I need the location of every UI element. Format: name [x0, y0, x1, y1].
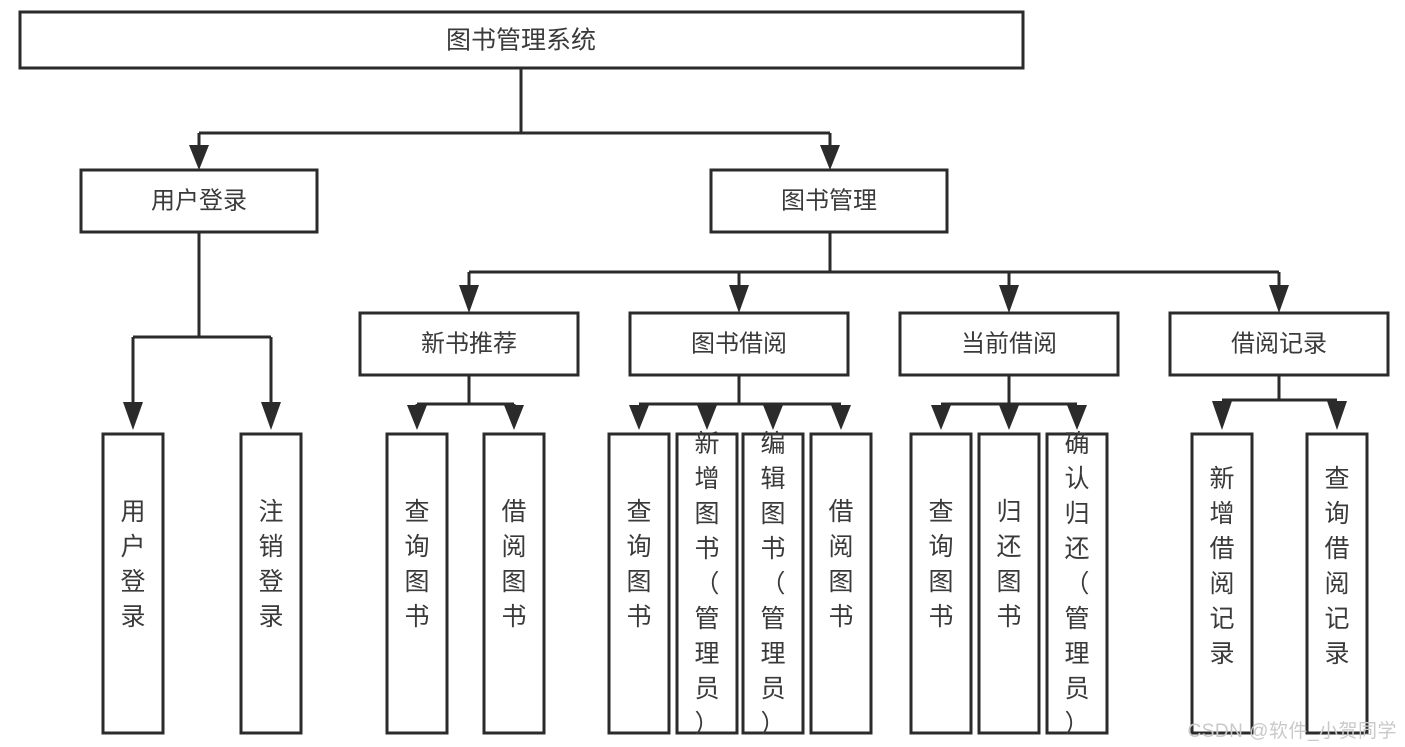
node-leaf-return-book-box[interactable] [977, 432, 1041, 735]
node-user-login-label: 用户登录 [151, 187, 247, 214]
node-root[interactable]: 图书管理系统 [18, 10, 1025, 70]
node-book-borrow[interactable]: 图书借阅 [628, 311, 850, 377]
node-leaf-add-record-label: 新增借阅记录 [1209, 465, 1234, 668]
connector-group-book-management-to-level3 [459, 232, 1289, 313]
node-book-management-box[interactable] [709, 168, 949, 234]
watermark-text: CSDN @软件_小贺同学 [1187, 721, 1397, 742]
node-leaf-logout-login-label: 注销登录 [258, 498, 283, 631]
node-leaf-return-book[interactable]: 归还图书 [977, 432, 1041, 735]
connector-group-new-book-recommend-to-leaves [407, 375, 524, 430]
node-leaf-logout-login[interactable]: 注销登录 [239, 432, 303, 735]
arrow-icon-leaf-add-record [1212, 401, 1232, 430]
arrow-icon-leaf-return-book [999, 405, 1019, 430]
node-root-label: 图书管理系统 [446, 27, 596, 55]
connector-group-borrow-record-to-leaves [1212, 375, 1347, 430]
node-leaf-query-record[interactable]: 查询借阅记录 [1305, 432, 1369, 735]
connector-group-root-to-level2 [189, 68, 840, 170]
arrow-icon-leaf-query-book-1 [407, 405, 427, 430]
node-leaf-add-book-box[interactable] [675, 432, 739, 735]
node-borrow-record[interactable]: 借阅记录 [1168, 311, 1390, 377]
node-leaf-borrow-book-1-box[interactable] [482, 432, 546, 735]
node-user-login[interactable]: 用户登录 [79, 168, 319, 234]
arrow-icon-book-management [820, 145, 840, 170]
node-leaf-borrow-book-1[interactable]: 借阅图书 [482, 432, 546, 735]
node-leaf-query-book-3-label: 查询图书 [928, 498, 953, 631]
node-leaf-edit-book[interactable]: 编辑图书（管理员） [741, 430, 805, 738]
node-leaf-user-login[interactable]: 用户登录 [101, 432, 165, 735]
node-leaf-user-login-label: 用户登录 [120, 498, 145, 631]
node-leaf-borrow-book-1-label: 借阅图书 [501, 498, 526, 631]
node-leaf-query-book-3[interactable]: 查询图书 [909, 432, 973, 735]
node-book-management-label: 图书管理 [781, 187, 877, 214]
connector-group-current-borrow-to-leaves [931, 375, 1087, 430]
arrow-icon-new-book-recommend [459, 285, 479, 313]
arrow-icon-current-borrow [999, 285, 1019, 313]
node-leaf-query-record-label: 查询借阅记录 [1324, 465, 1349, 668]
node-leaf-confirm-return-box[interactable] [1045, 432, 1109, 735]
arrow-icon-leaf-borrow-book-1 [504, 405, 524, 430]
node-leaf-add-book-label: 新增图书（管理员） [694, 430, 719, 738]
node-leaf-add-record[interactable]: 新增借阅记录 [1190, 432, 1254, 735]
node-leaf-borrow-book-2[interactable]: 借阅图书 [809, 432, 873, 735]
arrow-icon-leaf-query-book-2 [629, 405, 649, 430]
node-book-management[interactable]: 图书管理 [709, 168, 949, 234]
arrow-icon-leaf-edit-book [763, 405, 783, 430]
arrow-icon-user-login [189, 145, 209, 170]
node-leaf-borrow-book-2-box[interactable] [809, 432, 873, 735]
node-current-borrow[interactable]: 当前借阅 [898, 311, 1120, 377]
arrow-icon-leaf-query-book-3 [931, 405, 951, 430]
node-leaf-query-book-2-box[interactable] [607, 432, 671, 735]
arrow-icon-leaf-query-record [1327, 401, 1347, 430]
node-book-borrow-box[interactable] [628, 311, 850, 377]
node-leaf-query-book-1[interactable]: 查询图书 [385, 432, 449, 735]
node-leaf-add-book[interactable]: 新增图书（管理员） [675, 430, 739, 738]
node-leaf-query-book-2-label: 查询图书 [626, 498, 651, 631]
node-leaf-edit-book-box[interactable] [741, 432, 805, 735]
node-leaf-query-record-box[interactable] [1305, 432, 1369, 735]
node-borrow-record-label: 借阅记录 [1231, 330, 1327, 357]
node-leaf-query-book-1-label: 查询图书 [404, 498, 429, 631]
node-leaf-add-record-box[interactable] [1190, 432, 1254, 735]
node-leaf-confirm-return[interactable]: 确认归还（管理员） [1045, 430, 1109, 738]
connector-group-book-borrow-to-leaves [629, 375, 851, 430]
arrow-icon-leaf-borrow-book-2 [831, 405, 851, 430]
node-leaf-logout-login-box[interactable] [239, 432, 303, 735]
node-current-borrow-box[interactable] [898, 311, 1120, 377]
node-new-book-recommend[interactable]: 新书推荐 [358, 311, 580, 377]
node-leaf-user-login-box[interactable] [101, 432, 165, 735]
node-new-book-recommend-label: 新书推荐 [421, 330, 517, 357]
node-leaf-query-book-2[interactable]: 查询图书 [607, 432, 671, 735]
node-current-borrow-label: 当前借阅 [961, 330, 1057, 357]
node-borrow-record-box[interactable] [1168, 311, 1390, 377]
node-leaf-edit-book-label: 编辑图书（管理员） [760, 430, 785, 738]
node-leaf-return-book-label: 归还图书 [996, 498, 1021, 631]
node-new-book-recommend-box[interactable] [358, 311, 580, 377]
node-root-box[interactable] [18, 10, 1025, 70]
node-leaf-confirm-return-label: 确认归还（管理员） [1064, 430, 1089, 738]
node-book-borrow-label: 图书借阅 [691, 330, 787, 357]
arrow-icon-leaf-logout-login [261, 402, 281, 430]
arrow-icon-leaf-add-book [697, 405, 717, 430]
connector-group-user-login-to-leaves [123, 232, 281, 430]
arrow-icon-book-borrow [729, 285, 749, 313]
node-leaf-query-book-1-box[interactable] [385, 432, 449, 735]
node-user-login-box[interactable] [79, 168, 319, 234]
node-leaf-query-book-3-box[interactable] [909, 432, 973, 735]
node-leaf-borrow-book-2-label: 借阅图书 [828, 498, 853, 631]
arrow-icon-leaf-user-login [123, 402, 143, 430]
arrow-icon-borrow-record [1269, 285, 1289, 313]
arrow-icon-leaf-confirm-return [1067, 405, 1087, 430]
